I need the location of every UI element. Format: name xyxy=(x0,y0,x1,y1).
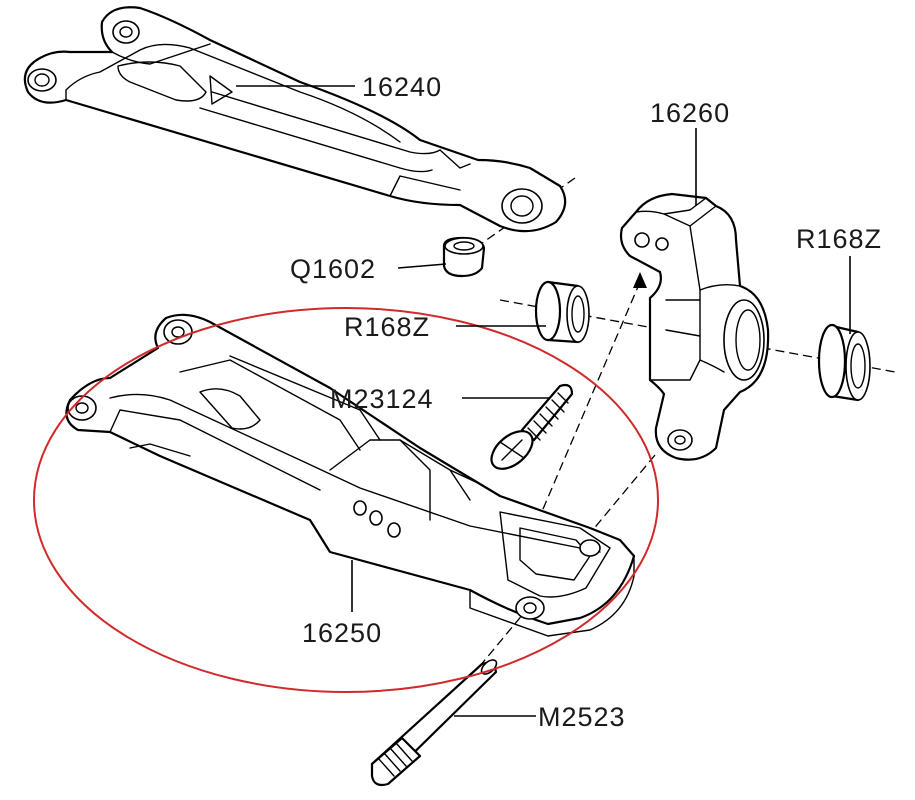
label-lower-arm: 16250 xyxy=(302,618,382,648)
knuckle-part xyxy=(619,192,770,461)
label-screw: M23124 xyxy=(330,384,434,414)
label-hinge-pin: M2523 xyxy=(538,702,626,732)
label-bearing-left: R168Z xyxy=(344,312,430,342)
label-bearing-right: R168Z xyxy=(796,224,882,254)
label-knuckle: 16260 xyxy=(650,98,730,128)
highlight-circle xyxy=(33,307,659,693)
bearing-right-part xyxy=(817,323,871,402)
leader-lines xyxy=(236,85,851,717)
ball-stud-part xyxy=(442,236,486,278)
axis-arrow-icon xyxy=(633,272,647,288)
part-labels: 16240 16260 R168Z Q1602 R168Z M23124 162… xyxy=(290,72,882,732)
screw-part xyxy=(490,383,574,470)
axis-hinge-pin xyxy=(459,454,656,691)
upper-arm-part xyxy=(23,6,567,233)
bearing-left-part xyxy=(534,280,590,344)
lower-arm-part xyxy=(65,313,636,637)
label-ball-stud: Q1602 xyxy=(290,254,376,284)
hinge-pin-part xyxy=(370,659,498,787)
label-upper-arm: 16240 xyxy=(362,72,442,102)
